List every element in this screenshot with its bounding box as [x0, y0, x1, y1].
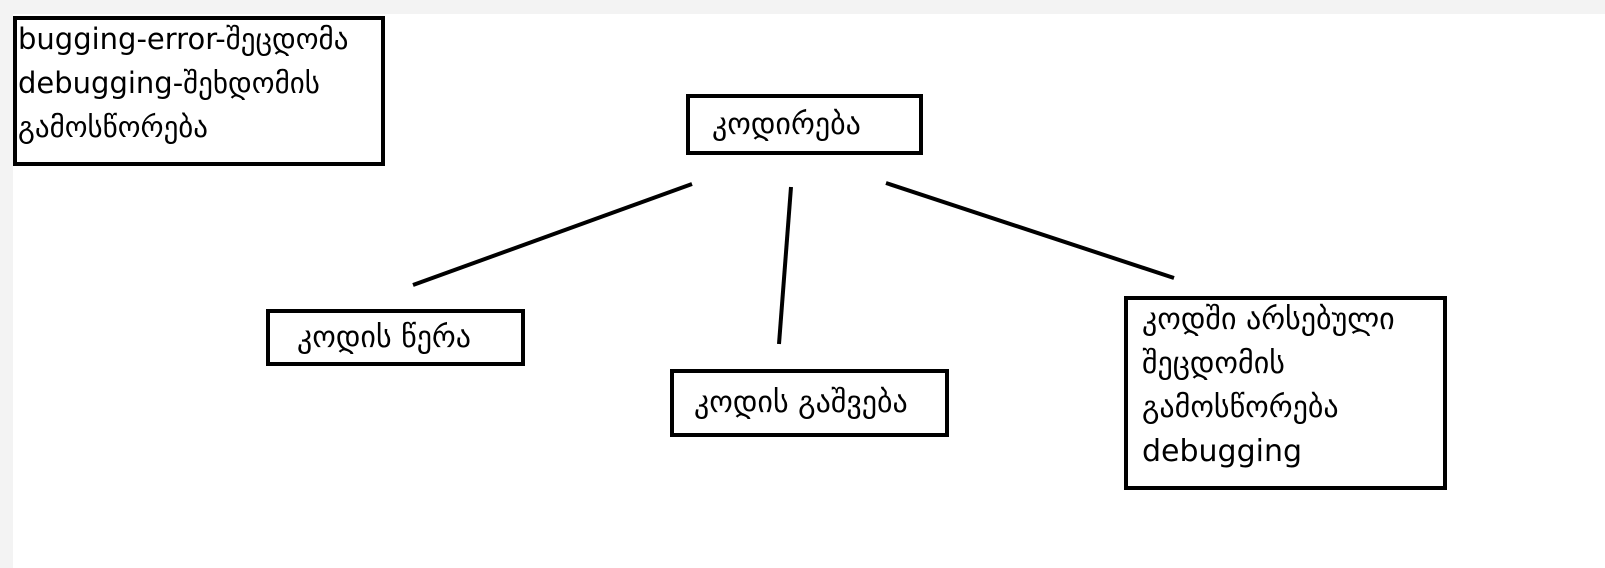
legend-box: bugging-error-შეცდომა debugging-შეხდომის… — [13, 16, 385, 166]
legend-line: debugging-შეხდომის — [18, 66, 320, 100]
child-node-debugging-line: კოდში არსებული — [1142, 302, 1395, 337]
connector-root-to-running — [777, 186, 793, 345]
child-node-debugging-text: კოდში არსებული შეცდომის გამოსწორება debu… — [1142, 298, 1395, 474]
legend-line: bugging-error-შეცდომა — [18, 22, 349, 56]
child-node-debugging-line: შეცდომის — [1142, 346, 1285, 381]
child-node-debugging: კოდში არსებული შეცდომის გამოსწორება debu… — [1124, 296, 1447, 490]
connector-root-to-debugging — [885, 181, 1175, 280]
child-node-debugging-line: გამოსწორება — [1142, 390, 1339, 425]
root-node-label: კოდირება — [712, 107, 861, 142]
child-node-writing: კოდის წერა — [266, 309, 525, 366]
child-node-running-label: კოდის გაშვება — [694, 385, 908, 420]
connector-root-to-writing — [412, 182, 693, 287]
legend-line: გამოსწორება — [18, 110, 209, 144]
root-node: კოდირება — [686, 94, 923, 155]
child-node-debugging-line: debugging — [1142, 434, 1303, 469]
child-node-running: კოდის გაშვება — [670, 369, 949, 437]
legend-text: bugging-error-შეცდომა debugging-შეხდომის… — [18, 17, 348, 149]
child-node-writing-label: კოდის წერა — [297, 320, 472, 355]
